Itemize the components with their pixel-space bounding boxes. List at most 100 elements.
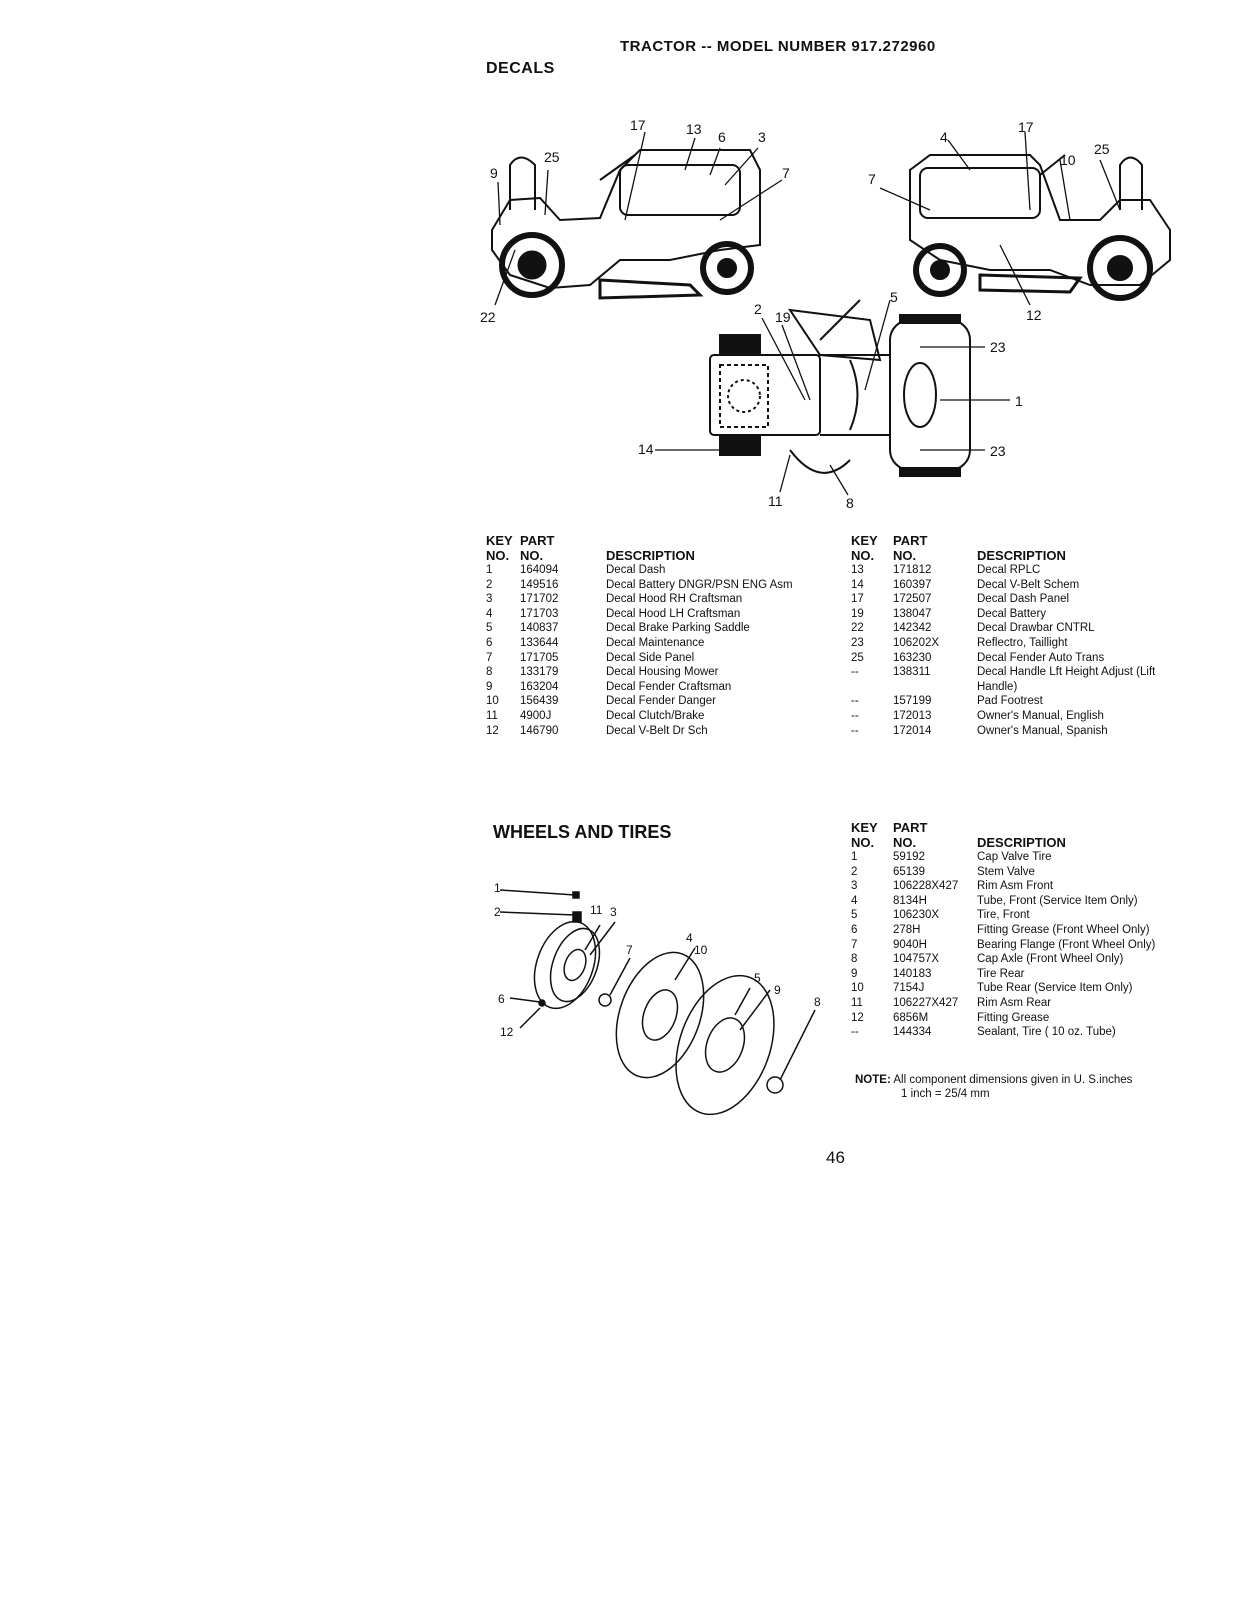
cell-key: 2 <box>486 578 493 591</box>
cell-desc: Decal Handle Lft Height Adjust (Lift Han… <box>977 666 1156 693</box>
cell-key: -- <box>851 695 859 708</box>
cell-key: 23 <box>851 636 864 649</box>
model-title: TRACTOR -- MODEL NUMBER 917.272960 <box>620 38 936 55</box>
callout-7a: 7 <box>782 165 790 181</box>
cell-key: 11 <box>851 996 863 1009</box>
callout-2: 2 <box>754 301 762 317</box>
cell-key: -- <box>851 724 859 737</box>
cell-key: 3 <box>486 593 493 606</box>
callout-9: 9 <box>490 165 498 181</box>
cell-part: 106227X427 <box>893 996 959 1009</box>
callout-13: 13 <box>686 121 702 137</box>
callout-19: 19 <box>775 309 791 325</box>
cell-desc: Pad Footrest <box>977 695 1043 708</box>
w-callout-4: 4 <box>686 931 693 945</box>
cell-part: 171703 <box>520 607 559 620</box>
cell-part: 156439 <box>520 695 559 708</box>
cell-key: 8 <box>851 953 858 966</box>
cell-part: 8134H <box>893 894 927 907</box>
cell-desc: Tire Rear <box>977 967 1025 980</box>
cell-part: 6856M <box>893 1011 929 1024</box>
cell-part: 138311 <box>893 666 931 679</box>
cell-desc: Rim Asm Front <box>977 880 1054 893</box>
w-callout-6: 6 <box>498 992 505 1006</box>
cell-desc: Decal Battery <box>977 607 1047 620</box>
callout-11: 11 <box>768 493 783 509</box>
callout-12: 12 <box>1026 307 1042 323</box>
cell-part: 142342 <box>893 622 932 635</box>
cell-part: 171702 <box>520 593 559 606</box>
cell-desc: Decal Clutch/Brake <box>606 709 705 722</box>
callout-22: 22 <box>480 309 496 325</box>
cell-key: 2 <box>851 865 858 878</box>
cell-part: 278H <box>893 923 921 936</box>
page-number: 46 <box>826 1148 845 1167</box>
cell-part: 146790 <box>520 724 559 737</box>
callout-23a: 23 <box>990 339 1006 355</box>
cell-part: 171705 <box>520 651 559 664</box>
cell-key: 22 <box>851 622 864 635</box>
callout-6: 6 <box>718 129 726 145</box>
cell-desc: Bearing Flange (Front Wheel Only) <box>977 938 1156 951</box>
callout-10: 10 <box>1060 152 1076 168</box>
cell-key: -- <box>851 666 859 679</box>
section-title-wheels: WHEELS AND TIRES <box>493 822 672 842</box>
cell-key: 10 <box>486 695 499 708</box>
cell-desc: Cap Axle (Front Wheel Only) <box>977 953 1124 966</box>
table-row: 12 6856M Fitting Grease <box>851 1011 1187 1026</box>
section-title-decals: DECALS <box>486 60 555 77</box>
w-callout-5: 5 <box>754 971 761 985</box>
cell-desc: Owner's Manual, English <box>977 709 1104 722</box>
cell-desc: Decal Maintenance <box>606 636 705 649</box>
cell-key: 19 <box>851 607 864 620</box>
cell-part: 140183 <box>893 967 932 980</box>
cell-key: 12 <box>486 724 499 737</box>
cell-desc: Owner's Manual, Spanish <box>977 724 1108 737</box>
w-callout-9: 9 <box>774 983 781 997</box>
callout-3: 3 <box>758 129 766 145</box>
cell-desc: Decal RPLC <box>977 564 1041 576</box>
cell-key: 12 <box>851 1011 864 1024</box>
cell-part: 65139 <box>893 865 925 878</box>
cell-part: 9040H <box>893 938 927 951</box>
callout-17a: 17 <box>630 117 646 133</box>
cell-part: 149516 <box>520 578 559 591</box>
cell-desc: Tire, Front <box>977 909 1030 922</box>
tractor-top-view <box>709 299 971 477</box>
cell-key: 7 <box>486 651 493 664</box>
cell-desc: Cap Valve Tire <box>977 851 1052 863</box>
decals-diagram: 17 13 6 3 25 9 7 4 17 10 25 7 22 2 19 5 … <box>480 117 1171 511</box>
cell-key: 10 <box>851 982 864 995</box>
cell-desc: Stem Valve <box>977 865 1035 878</box>
w-callout-1: 1 <box>494 881 501 895</box>
cell-desc: Fitting Grease <box>977 1011 1050 1024</box>
cell-key: 17 <box>851 593 864 606</box>
cell-key: 1 <box>486 564 493 576</box>
cell-key: 13 <box>851 564 864 576</box>
cell-desc: Decal Hood LH Craftsman <box>606 607 741 620</box>
cell-key: 8 <box>486 666 493 679</box>
table-row: 2 65139 Stem Valve <box>851 865 1187 880</box>
cell-part: 106202X <box>893 636 940 649</box>
cell-part: 163230 <box>893 651 932 664</box>
cell-key: 7 <box>851 938 858 951</box>
cell-desc: Rim Asm Rear <box>977 996 1052 1009</box>
cell-part: 144334 <box>893 1026 932 1039</box>
cell-part: 59192 <box>893 851 925 863</box>
cell-part: 172013 <box>893 709 932 722</box>
cell-desc: Reflectro, Taillight <box>977 636 1068 649</box>
